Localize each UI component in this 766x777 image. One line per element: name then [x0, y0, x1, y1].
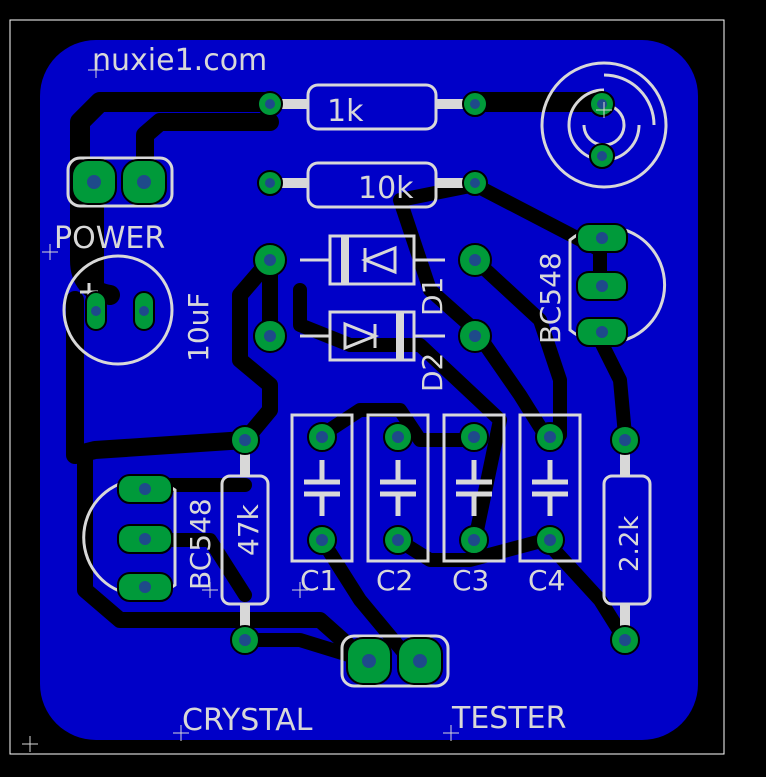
- trace: [593, 333, 632, 442]
- cap-10uf-label: 10uF: [182, 293, 215, 362]
- r1k-label: 1k: [327, 94, 364, 129]
- crystal-header-outline: [340, 634, 450, 688]
- cap-c4-outline: [518, 413, 582, 563]
- r47k-label: 47k: [232, 503, 265, 556]
- power-header-outline: [66, 156, 174, 208]
- cap-plates: [304, 460, 568, 516]
- origin-marks: [22, 62, 612, 752]
- silkscreen: [62, 61, 668, 688]
- c4-label: C4: [528, 564, 565, 597]
- d1-label: D1: [416, 277, 449, 316]
- c1-label: C1: [300, 564, 337, 597]
- bc548-bottom-label: BC548: [184, 498, 217, 590]
- cap-c3-outline: [442, 413, 506, 563]
- buzzer-outline: [540, 61, 668, 189]
- board-title: nuxie1.com: [92, 43, 267, 78]
- board-frame: [9, 19, 725, 755]
- trace: [232, 252, 278, 448]
- trace: [468, 253, 567, 442]
- r10k-label: 10k: [358, 171, 414, 206]
- buzzer-spiral: [567, 73, 656, 162]
- drill-holes: [87, 99, 631, 668]
- d2-symbol: [300, 321, 445, 351]
- trace: [468, 323, 552, 442]
- trace: [315, 403, 477, 447]
- cap-c2-outline: [366, 413, 430, 563]
- trace: [293, 283, 507, 547]
- c2-label: C2: [376, 564, 413, 597]
- d2-label: D2: [416, 353, 449, 392]
- power-label: POWER: [54, 221, 165, 256]
- cap-c1-outline: [290, 413, 354, 563]
- footer-left-label: CRYSTAL: [182, 703, 313, 738]
- r22k-label: 2.2k: [615, 516, 645, 572]
- bc548-top-label: BC548: [534, 252, 567, 344]
- cap-10uf-outline: [62, 254, 174, 366]
- d1-symbol: [300, 245, 445, 275]
- c3-label: C3: [452, 564, 489, 597]
- footer-right-label: TESTER: [451, 701, 566, 736]
